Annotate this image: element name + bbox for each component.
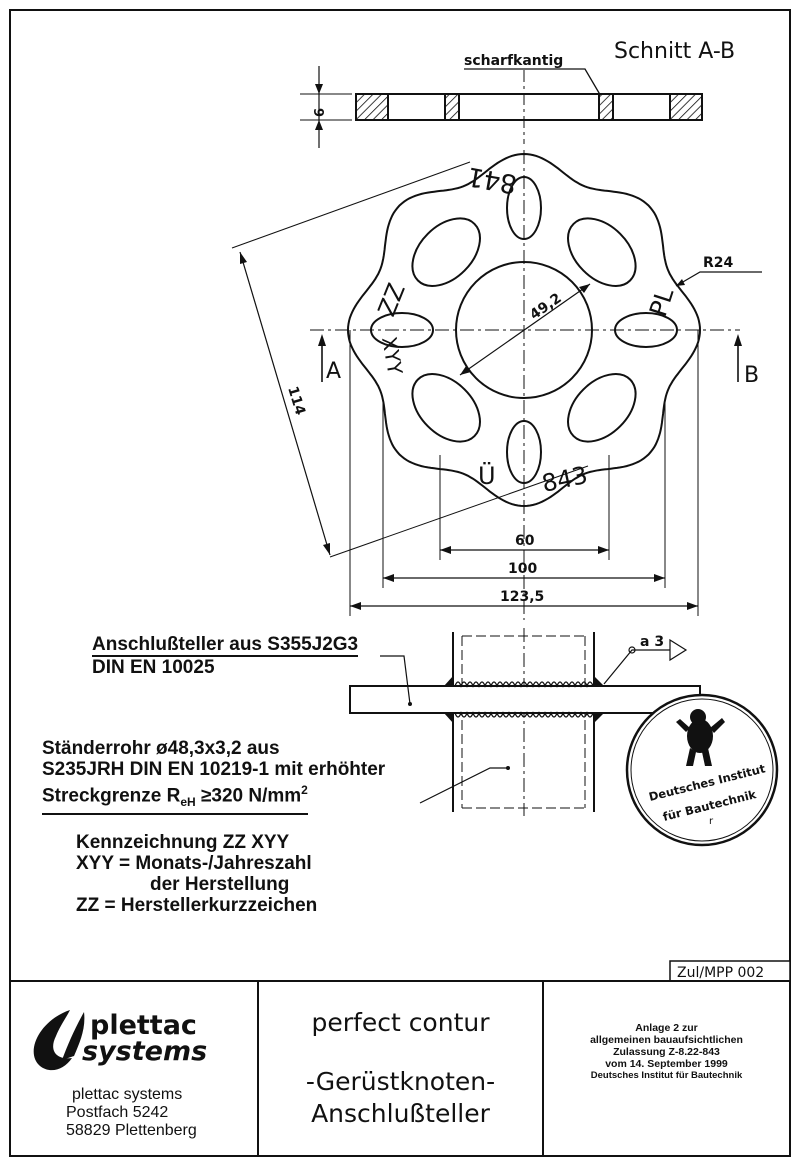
approval-line5: Deutsches Institut für Bautechnik (590, 1070, 743, 1081)
large-hole (411, 373, 481, 443)
stamp-mark: r (709, 816, 714, 827)
tube-note-line3-sup: 2 (301, 783, 308, 797)
address-line1: plettac systems (72, 1086, 183, 1103)
weld-bead-top (454, 681, 594, 688)
section-title: Schnitt A-B (614, 39, 735, 64)
approval-line3: Zulassung Z-8.22-843 (613, 1046, 720, 1058)
tube-material-note: Ständerrohr ø48,3x3,2 aus S235JRH DIN EN… (42, 738, 386, 816)
section-view: Schnitt A-B scharfkantig 9 (300, 39, 735, 148)
marking-line3: ZZ = Herstellerkurzzeichen (76, 895, 318, 916)
dim-100-label: 100 (508, 561, 537, 577)
tube-note-line3-value: ≥320 N/mm (195, 785, 302, 807)
drawing-number: Zul/MPP 002 (677, 965, 764, 981)
address-line3: 58829 Plettenberg (66, 1122, 197, 1139)
approval-line4: vom 14. September 1999 (605, 1058, 728, 1070)
tube-note-line1: Ständerrohr ø48,3x3,2 aus (42, 738, 280, 759)
marking-note: Kennzeichnung ZZ XYY XYY = Monats-/Jahre… (76, 832, 317, 916)
large-hole (567, 373, 637, 443)
weld-detail: a 3 (349, 628, 701, 816)
product-name: perfect contur (311, 1008, 490, 1037)
plate-note-line1: Anschlußteller aus S355J2G3 (92, 634, 359, 657)
thickness-label: 9 (310, 108, 325, 117)
mark-xyy: XYY (377, 335, 407, 377)
mark-843: 843 (539, 461, 590, 498)
approval-reference: Anlage 2 zur allgemeinen bauaufsichtlich… (543, 1022, 790, 1082)
mark-zz: ZZ (373, 279, 411, 320)
tube-note-line3-text: Streckgrenze R (42, 785, 181, 807)
large-hole (567, 217, 637, 287)
edge-note-leader (464, 68, 603, 99)
marking-line2: der Herstellung (150, 874, 290, 895)
section-marker-a: A (326, 359, 341, 384)
marking-line1: XYY = Monats-/Jahreszahl (76, 853, 312, 874)
mark-pl: PL (644, 284, 679, 320)
dim-60-label: 60 (515, 533, 535, 549)
radius-label: R24 (703, 255, 734, 271)
approval-line2: allgemeinen bauaufsichtlichen (590, 1034, 743, 1046)
address-line2: Postfach 5242 (66, 1104, 169, 1121)
diameter-label: 49,2 (527, 290, 564, 323)
mark-841: 841 (465, 160, 519, 198)
bear-emblem-icon (676, 709, 725, 766)
tube-note-line3-sub: eH (180, 795, 196, 810)
tube-note-line3: Streckgrenze ReH ≥320 N/mm2 (42, 780, 308, 816)
dim-114-line (239, 251, 331, 556)
drawing-subtitle: -Gerüstknoten- Anschlußteller (258, 1066, 543, 1130)
plate-section (355, 93, 703, 121)
plate-material-note: Anschlußteller aus S355J2G3 DIN EN 10025 (92, 634, 359, 678)
edge-note: scharfkantig (464, 53, 563, 69)
weld-bead-bottom (454, 711, 594, 718)
rosette-plan-view: 49,2 841 843 ZZ PL XYY Ü R24 A B 114 60 (231, 150, 762, 620)
large-hole (411, 217, 481, 287)
plate-side (349, 685, 701, 714)
drawing-frame (9, 9, 791, 1157)
logo-text-line1: plettac (90, 1010, 197, 1041)
section-marker-b: B (744, 363, 759, 388)
weld-symbol-label: a 3 (640, 634, 664, 650)
mark-u: Ü (478, 461, 496, 490)
diameter-dimension (459, 283, 591, 376)
dibt-stamp: Deutsches Institut für Bautechnik r (625, 693, 779, 847)
company-address: plettac systems Postfach 5242 58829 Plet… (66, 1086, 197, 1140)
subtitle-line1: -Gerüstknoten- (305, 1067, 496, 1096)
logo-text-line2: systems (82, 1036, 207, 1067)
plettac-logo-icon (33, 1010, 85, 1071)
subtitle-line2: Anschlußteller (311, 1099, 490, 1128)
dim-123-label: 123,5 (500, 589, 544, 605)
approval-line1: Anlage 2 zur (635, 1022, 698, 1034)
tube-note-line2: S235JRH DIN EN 10219-1 mit erhöhter (42, 759, 386, 780)
plate-note-line2: DIN EN 10025 (92, 657, 215, 678)
marking-title: Kennzeichnung ZZ XYY (76, 832, 290, 853)
